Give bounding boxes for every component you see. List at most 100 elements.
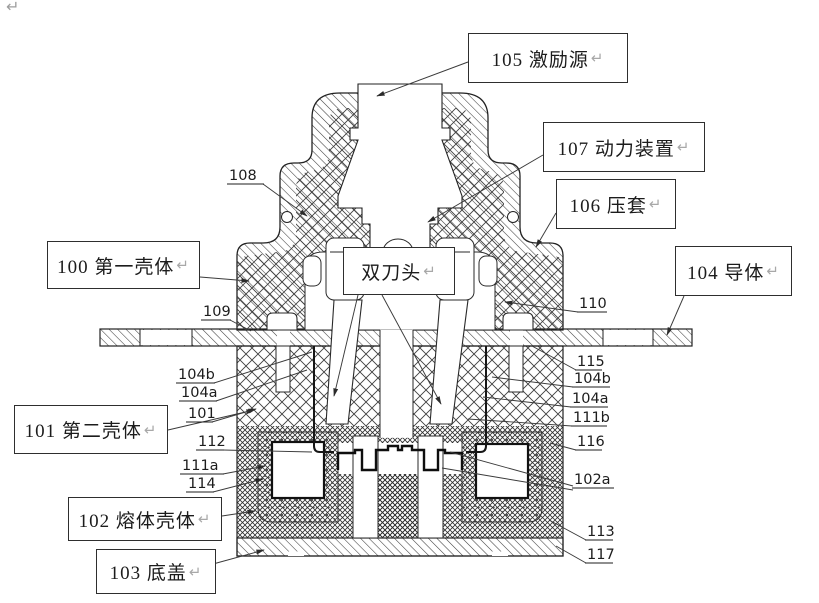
- svg-text:108: 108: [229, 168, 257, 184]
- ref-110: 110: [577, 296, 607, 313]
- ref-108: 108: [227, 168, 264, 185]
- callout-label: 双刀头: [361, 262, 422, 284]
- reference-numerals: 108 109 110 104b 104a 101: [176, 168, 615, 564]
- plate-window-left: [140, 330, 192, 345]
- leader-115: [531, 345, 577, 371]
- return-mark-icon: ↵: [176, 256, 190, 274]
- svg-text:112: 112: [198, 434, 226, 450]
- callout-100-first-housing: 100 第一壳体↵: [47, 241, 200, 289]
- leader-lines: [167, 61, 685, 565]
- foot-notch-right: [492, 551, 508, 556]
- leader-113: [548, 519, 587, 541]
- leader-111b: [467, 418, 573, 427]
- bolt-head-right: [502, 312, 534, 331]
- ref-101: 101: [186, 406, 216, 423]
- leader-109: [229, 319, 252, 332]
- callout-label: 105 激励源: [491, 49, 589, 71]
- ref-104a-right: 104a: [570, 391, 609, 408]
- return-mark-icon: ↵: [423, 262, 437, 280]
- leader-110: [504, 300, 579, 313]
- bolt-shaft-left: [275, 345, 291, 393]
- ref-102a: 102a: [572, 472, 614, 489]
- leader-104a-right: [482, 396, 572, 408]
- leader-111a: [222, 465, 266, 475]
- leader-116: [549, 442, 577, 451]
- ref-112: 112: [196, 434, 226, 451]
- callout-101-second-housing: 101 第二壳体↵: [14, 405, 168, 454]
- svg-text:104b: 104b: [178, 367, 215, 383]
- leader-blade-left: [333, 294, 359, 397]
- callout-label: 106 压套: [569, 195, 647, 217]
- column-right: [417, 435, 444, 539]
- return-mark-icon: ↵: [648, 195, 663, 213]
- leader-106: [535, 212, 557, 248]
- leader-107: [427, 154, 544, 223]
- plate-window-right: [603, 330, 653, 345]
- ref-116: 116: [575, 434, 605, 451]
- leader-104b-right: [491, 376, 574, 388]
- ref-115: 115: [575, 354, 605, 371]
- svg-text:101: 101: [188, 406, 216, 422]
- ref-104b-right: 104b: [572, 371, 611, 388]
- ref-111a: 111a: [180, 458, 224, 475]
- center-channel: [380, 329, 413, 438]
- return-mark-icon: ↵: [590, 49, 605, 67]
- conductor-leg-left: [313, 346, 334, 453]
- leader-103-box: [212, 549, 265, 565]
- svg-text:104a: 104a: [181, 385, 218, 401]
- ref-109: 109: [201, 304, 231, 321]
- svg-text:110: 110: [579, 296, 607, 312]
- ref-111b: 111b: [571, 410, 610, 427]
- callout-label: 104 导体: [687, 262, 765, 284]
- svg-text:113: 113: [587, 524, 615, 540]
- svg-text:104a: 104a: [572, 391, 609, 407]
- svg-text:116: 116: [577, 434, 605, 450]
- svg-text:111b: 111b: [573, 410, 610, 426]
- paragraph-return-mark-icon: ↵: [6, 0, 20, 16]
- seal-ring-right: [507, 211, 519, 223]
- leader-104a-left: [215, 369, 308, 402]
- leader-104b-left: [213, 351, 313, 384]
- callout-104-conductor: 104 导体↵: [675, 246, 792, 296]
- return-mark-icon: ↵: [766, 262, 780, 280]
- return-mark-icon: ↵: [197, 510, 212, 528]
- bottom-cover: [236, 537, 564, 557]
- callout-label: 101 第二壳体: [24, 421, 142, 442]
- callout-102-fuse-housing: 102 熔体壳体↵: [68, 497, 222, 541]
- svg-text:117: 117: [587, 547, 615, 563]
- leader-102a-1: [449, 451, 574, 487]
- leader-105: [376, 61, 469, 97]
- callout-label: 103 底盖: [109, 563, 187, 584]
- blade-right: [429, 299, 469, 425]
- return-mark-icon: ↵: [188, 562, 203, 581]
- leader-101-num: [211, 408, 257, 423]
- callout-103-bottom-cover: 103 底盖↵: [96, 549, 216, 594]
- svg-text:102a: 102a: [574, 472, 611, 488]
- bolt-shaft-right: [508, 345, 524, 393]
- callout-105-excitation-source: 105 激励源↵: [468, 33, 628, 83]
- svg-text:115: 115: [577, 354, 605, 370]
- callout-double-blade-head: 双刀头↵: [343, 247, 455, 295]
- callout-107-power-device: 107 动力装置↵: [543, 122, 705, 172]
- leader-102-box: [221, 509, 256, 517]
- column-left: [352, 435, 379, 539]
- return-mark-icon: ↵: [676, 138, 691, 156]
- leader-102a-2: [441, 467, 574, 491]
- ref-104a-left: 104a: [179, 385, 218, 402]
- leader-100: [199, 276, 250, 283]
- return-mark-icon: ↵: [143, 420, 158, 439]
- callout-106-pressure-sleeve: 106 压套↵: [556, 179, 676, 229]
- lower-housing: [236, 329, 564, 557]
- callout-label: 100 第一壳体: [57, 256, 175, 278]
- svg-text:114: 114: [188, 476, 216, 492]
- callout-label: 107 动力装置: [557, 138, 675, 160]
- callout-label: 102 熔体壳体: [78, 510, 196, 532]
- fuse-link: [336, 444, 464, 472]
- leader-117: [555, 545, 587, 564]
- conductor-leg-right: [466, 346, 487, 453]
- leader-108: [262, 183, 308, 217]
- bolt-head-left: [266, 312, 298, 331]
- leader-104: [666, 295, 685, 336]
- foot-notch-left: [288, 551, 304, 556]
